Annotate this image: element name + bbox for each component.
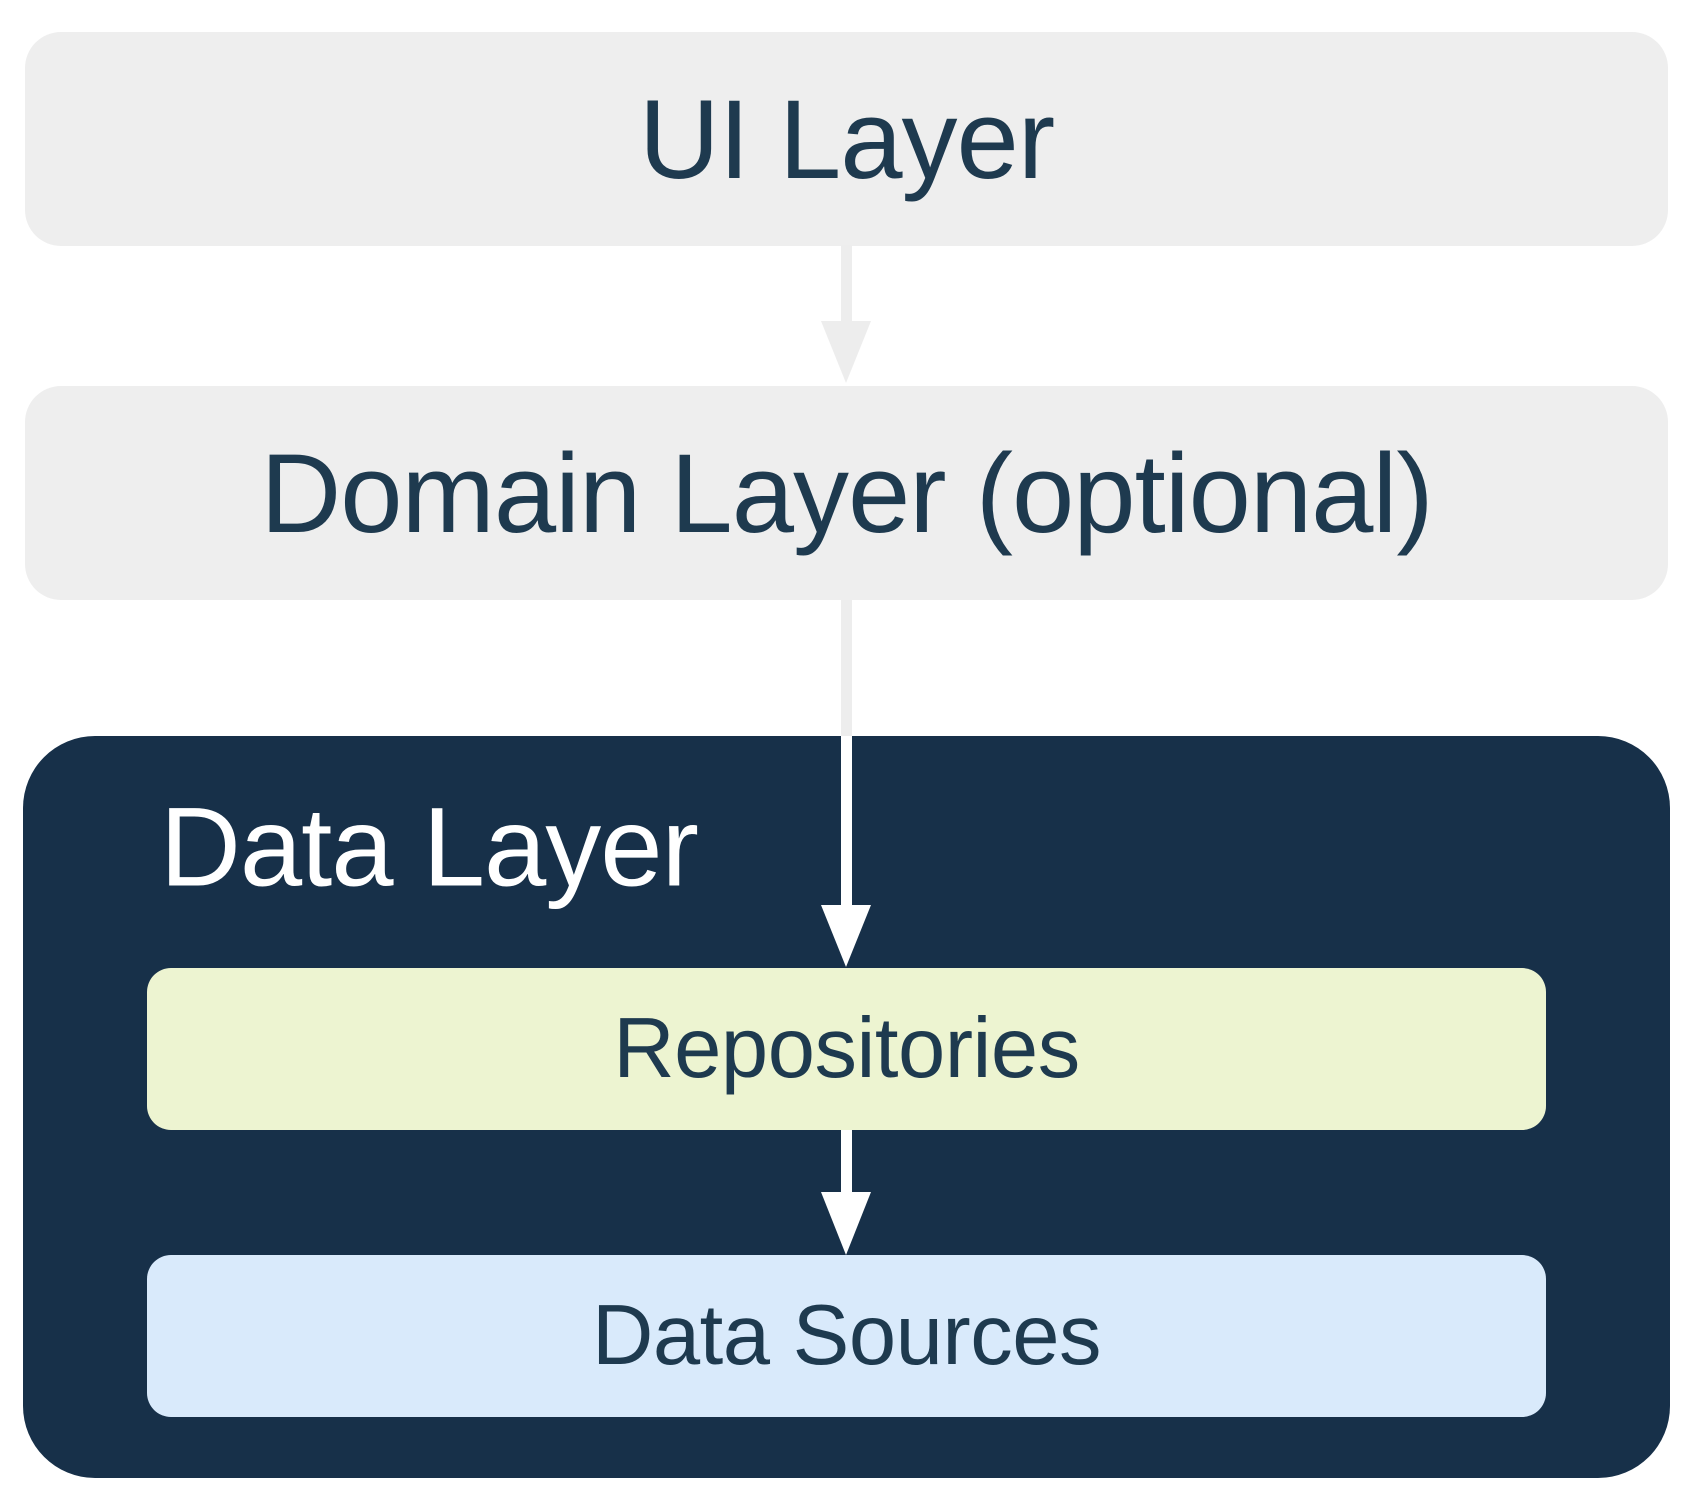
ui-layer-box: UI Layer [25, 32, 1668, 246]
domain-layer-box: Domain Layer (optional) [25, 386, 1668, 600]
repositories-label: Repositories [613, 1001, 1080, 1096]
arrow-ui-to-domain-head [821, 321, 871, 383]
arrow-domain-to-repositories-head [821, 905, 871, 967]
data-sources-box: Data Sources [147, 1255, 1546, 1417]
data-sources-label: Data Sources [592, 1288, 1101, 1383]
arrow-domain-to-repositories-shaft-upper [841, 600, 852, 737]
repositories-box: Repositories [147, 968, 1546, 1130]
arrow-repositories-to-data-sources-shaft [841, 1130, 852, 1193]
domain-layer-label: Domain Layer (optional) [260, 430, 1433, 556]
arrow-domain-to-repositories-shaft-lower [841, 736, 852, 906]
arrow-ui-to-domain-shaft [841, 245, 852, 325]
data-layer-label: Data Layer [160, 784, 699, 910]
arrow-repositories-to-data-sources-head [821, 1192, 871, 1255]
ui-layer-label: UI Layer [638, 76, 1055, 202]
